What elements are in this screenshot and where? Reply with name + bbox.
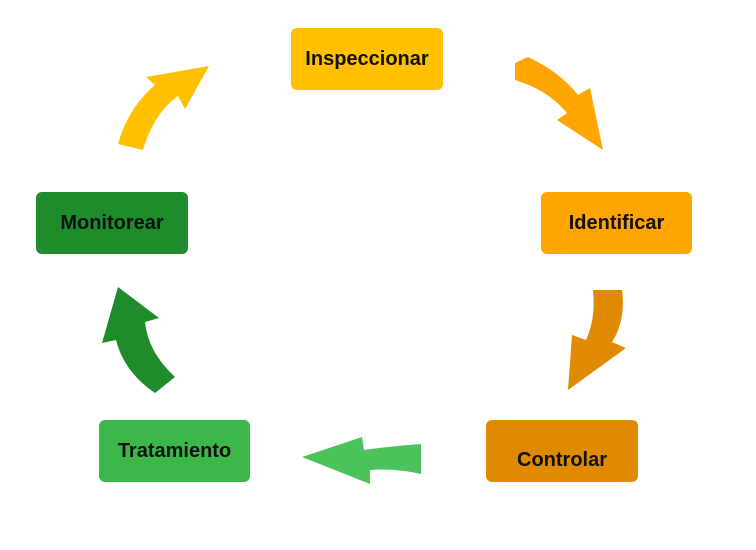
- arrow-monitorear-to-inspeccionar: [118, 66, 209, 150]
- step-controlar-label: Controlar: [517, 449, 607, 471]
- step-tratamiento: Tratamiento: [99, 420, 250, 482]
- arrow-identificar-to-controlar: [568, 290, 626, 390]
- step-identificar: Identificar: [541, 192, 692, 254]
- arrow-controlar-to-tratamiento: [302, 437, 421, 484]
- step-identificar-label: Identificar: [568, 211, 665, 234]
- step-monitorear: Monitorear: [36, 192, 188, 254]
- arrow-tratamiento-to-monitorear: [102, 287, 175, 393]
- arrow-inspeccionar-to-identificar: [515, 57, 603, 150]
- step-controlar: Controlar: [486, 420, 638, 482]
- step-inspeccionar: Inspeccionar: [291, 28, 443, 90]
- step-tratamiento-label: Tratamiento: [117, 439, 232, 462]
- step-monitorear-label: Monitorear: [60, 211, 164, 234]
- step-inspeccionar-label: Inspeccionar: [305, 47, 429, 70]
